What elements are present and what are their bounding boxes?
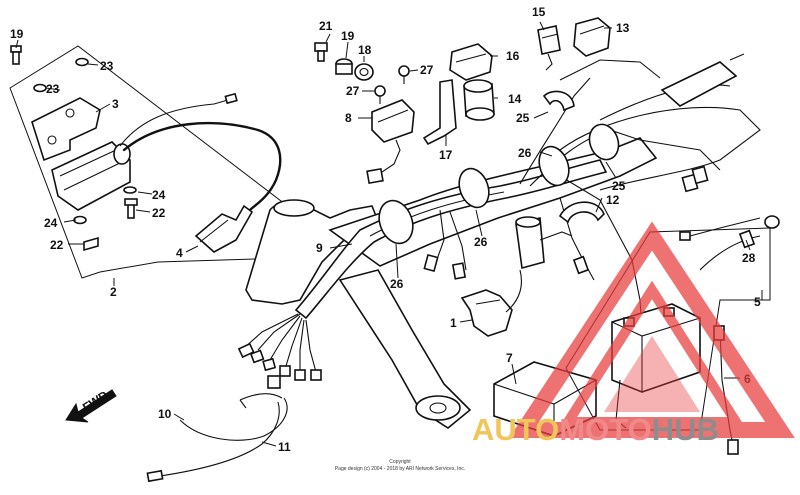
label-8: 8 xyxy=(345,111,352,125)
label-14: 14 xyxy=(508,92,522,106)
ignition-coil xyxy=(51,141,131,211)
label-17: 17 xyxy=(439,148,453,162)
label-5: 5 xyxy=(754,295,761,309)
watermark-text: AUTOMOTOHUB xyxy=(472,412,719,448)
pulse-generator xyxy=(460,289,513,337)
label-1: 1 xyxy=(450,316,457,330)
label-22a: 22 xyxy=(152,206,166,220)
winker-relay xyxy=(573,17,611,57)
label-25b: 25 xyxy=(612,179,626,193)
regulator-rectifier xyxy=(371,99,415,143)
main-wire-harness xyxy=(294,159,608,320)
label-23b: 23 xyxy=(46,82,60,96)
copyright-line-1: Copyright xyxy=(389,459,411,465)
label-26c: 26 xyxy=(390,277,404,291)
label-24b: 24 xyxy=(44,216,58,230)
label-28: 28 xyxy=(742,251,756,265)
label-2: 2 xyxy=(110,285,117,299)
label-19-text: 19 xyxy=(341,29,355,43)
label-26a: 26 xyxy=(518,146,532,160)
label-18: 18 xyxy=(358,43,372,57)
label-10: 10 xyxy=(158,407,172,421)
frame-down-tube xyxy=(338,269,472,429)
watermark-auto: AUTO xyxy=(472,412,560,447)
label-7: 7 xyxy=(506,351,513,365)
part-number-labels: 19 23 23 3 24 22 24 22 4 2 21 19 19 18 2… xyxy=(10,5,761,454)
forward-arrow xyxy=(65,389,117,423)
label-9: 9 xyxy=(316,241,323,255)
fwd-label: FWD xyxy=(80,388,111,415)
copyright-line-2: Page design (c) 2004 - 2018 by ARI Netwo… xyxy=(334,466,466,472)
copyright-notice: Copyright Page design (c) 2004 - 2018 by… xyxy=(300,459,500,473)
label-12: 12 xyxy=(606,193,620,207)
label-13: 13 xyxy=(616,21,630,35)
coil-bracket xyxy=(31,97,101,162)
label-22b: 22 xyxy=(50,238,64,252)
label-27b: 27 xyxy=(346,84,360,98)
label-23a: 23 xyxy=(100,59,114,73)
cable-10 xyxy=(179,397,288,441)
spark-plug-cap xyxy=(194,204,254,253)
label-16: 16 xyxy=(506,49,520,63)
relay-bracket xyxy=(422,79,457,146)
cable-11 xyxy=(159,401,280,477)
label-27a: 27 xyxy=(420,63,434,77)
watermark-moto: MOTO xyxy=(559,412,652,447)
label-26b: 26 xyxy=(474,235,488,249)
high-tension-lead xyxy=(122,121,282,212)
label-25a: 25 xyxy=(516,111,530,125)
label-3: 3 xyxy=(112,97,119,111)
label-24a: 24 xyxy=(152,188,166,202)
harness-clamp xyxy=(378,199,414,245)
watermark-hub: HUB xyxy=(651,412,719,447)
label-15: 15 xyxy=(532,5,546,19)
leader-lines xyxy=(15,21,763,447)
label-4: 4 xyxy=(176,246,183,260)
label-21: 21 xyxy=(319,19,333,33)
label-20: 19 xyxy=(10,27,24,41)
turn-signal-relay xyxy=(449,43,493,81)
coil-group-inset-frame xyxy=(9,45,299,279)
label-11: 11 xyxy=(278,440,291,454)
automotohub-logo xyxy=(509,221,795,438)
